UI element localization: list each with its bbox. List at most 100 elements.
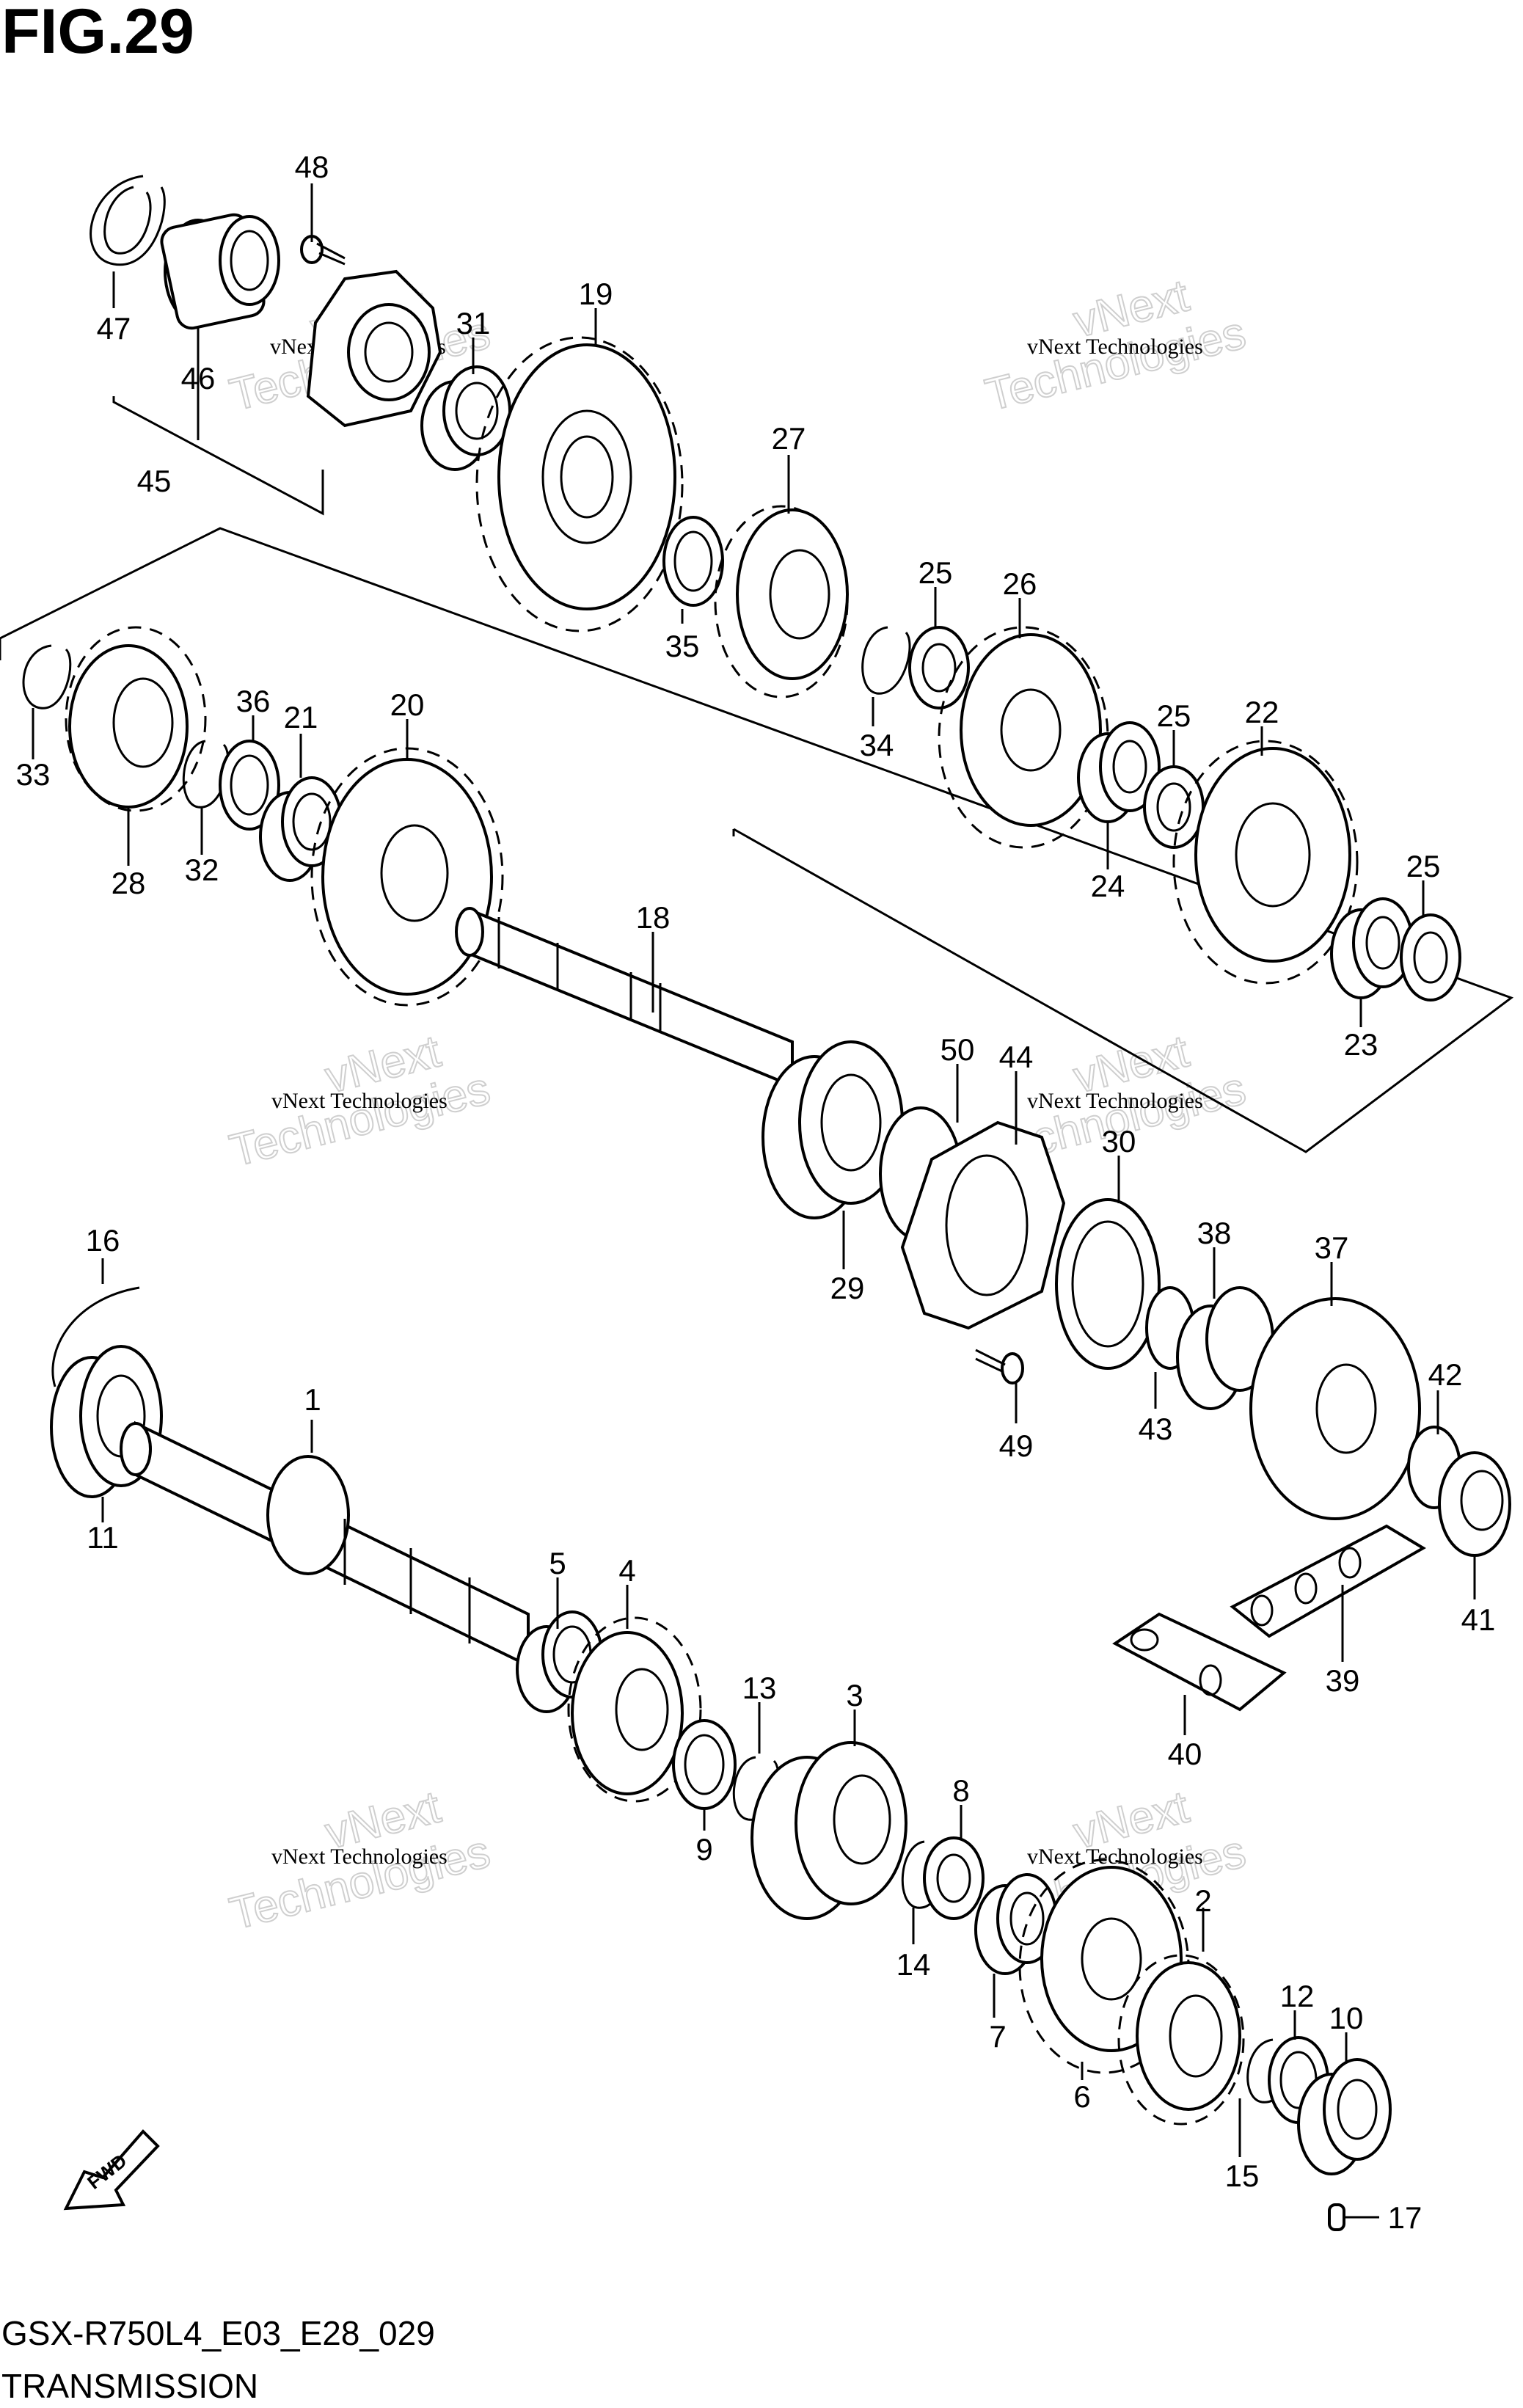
callout-26: 26 (1003, 566, 1037, 601)
part-27-gear (714, 505, 849, 698)
callout-24: 24 (1091, 869, 1125, 903)
callout-33: 33 (16, 757, 51, 792)
watermark-text: vNext Technologies (1027, 1089, 1203, 1113)
callout-43: 43 (1139, 1412, 1173, 1446)
callout-25c: 25 (1406, 849, 1441, 883)
callout-12: 12 (1280, 1979, 1315, 2013)
part-17-pin (1328, 2203, 1345, 2231)
callout-29: 29 (830, 1271, 865, 1305)
watermark-2: Technologies vNext vNext Technologies (980, 269, 1252, 421)
callout-32: 32 (185, 853, 219, 887)
callout-3: 3 (846, 1678, 863, 1712)
callout-41: 41 (1461, 1602, 1496, 1637)
callout-7: 7 (989, 2019, 1006, 2054)
callout-18: 18 (636, 900, 671, 935)
callout-1: 1 (304, 1382, 321, 1417)
part-1-main-shaft (120, 1420, 530, 1668)
fwd-arrow: FWD (63, 2129, 160, 2211)
part-9-washer (672, 1719, 737, 1810)
callout-48: 48 (295, 150, 329, 184)
callout-46: 46 (181, 361, 216, 395)
callout-34: 34 (860, 728, 894, 762)
callout-42: 42 (1428, 1357, 1463, 1392)
part-35-washer (662, 516, 724, 607)
callout-4: 4 (618, 1553, 635, 1588)
callout-10: 10 (1329, 2001, 1364, 2035)
callout-47: 47 (97, 311, 131, 346)
callout-27: 27 (772, 421, 806, 456)
callout-39: 39 (1326, 1663, 1360, 1698)
part-3-gear (750, 1741, 907, 1920)
callout-35: 35 (665, 629, 700, 663)
callout-49: 49 (999, 1429, 1034, 1463)
part-10-bearing (1297, 2058, 1392, 2175)
part-25-washer-b (1143, 765, 1205, 849)
callout-9: 9 (695, 1832, 712, 1867)
watermark-text: vNext Technologies (271, 1845, 448, 1869)
callout-13: 13 (742, 1671, 777, 1705)
watermark-text: vNext Technologies (1027, 335, 1203, 359)
callout-44: 44 (999, 1040, 1034, 1074)
callout-37: 37 (1315, 1230, 1349, 1265)
part-38-spacer (1176, 1286, 1274, 1410)
part-48-screw (300, 235, 346, 266)
callout-31: 31 (456, 306, 491, 340)
part-18-countershaft (455, 907, 794, 1088)
part-4-gear (567, 1616, 702, 1803)
part-37-sprocket (1249, 1297, 1421, 1520)
part-19-gear (475, 336, 684, 632)
watermark-text: vNext Technologies (1027, 1845, 1203, 1869)
callout-45: 45 (137, 464, 172, 498)
callout-6: 6 (1073, 2079, 1090, 2114)
callout-group: 1 2 3 4 5 6 7 8 9 10 11 12 13 14 15 16 1… (16, 150, 1496, 2235)
part-39-chain (1230, 1524, 1426, 1638)
part-40-chain-joint (1112, 1612, 1287, 1712)
part-28-gear (65, 626, 207, 812)
callout-36: 36 (236, 684, 271, 718)
callout-50: 50 (941, 1032, 975, 1067)
figure-caption: TRANSMISSION (1, 2367, 258, 2405)
part-44-retainer (900, 1120, 1066, 1330)
part-25-washer-c (1400, 913, 1461, 1001)
callout-25b: 25 (1157, 698, 1191, 733)
part-34-circlip (861, 626, 911, 695)
part-24-bearing (1077, 721, 1161, 823)
callout-14: 14 (896, 1947, 931, 1982)
callout-19: 19 (579, 277, 613, 311)
callout-17: 17 (1388, 2200, 1422, 2235)
part-46-bearing (160, 213, 280, 330)
part-47-circlip (90, 175, 166, 266)
callout-38: 38 (1197, 1216, 1232, 1250)
part-31-bushing (420, 365, 511, 471)
part-2-gear (1117, 1954, 1245, 2126)
callout-20: 20 (390, 687, 425, 722)
callout-21: 21 (284, 700, 318, 734)
part-41-nut (1438, 1451, 1511, 1557)
part-30-oil-seal (1055, 1198, 1161, 1370)
callout-16: 16 (86, 1223, 120, 1258)
part-25-washer-a (908, 626, 970, 709)
model-code: GSX-R750L4_E03_E28_029 (1, 2314, 435, 2352)
figure-title: FIG.29 (1, 0, 194, 67)
part-49-screw (975, 1349, 1024, 1384)
watermark-text: vNext Technologies (271, 1089, 448, 1113)
callout-22: 22 (1245, 695, 1279, 729)
part-8-washer (923, 1836, 985, 1920)
callout-25a: 25 (918, 555, 953, 590)
callout-11: 11 (87, 1520, 119, 1555)
part-20-gear (310, 747, 504, 1007)
part-22-gear (1172, 740, 1359, 985)
watermark-group: Technologies vNext vNext Technologies Te… (224, 269, 1252, 1940)
part-33-circlip (22, 644, 72, 709)
watermark-5: Technologies vNext vNext Technologies (224, 1781, 496, 1940)
part-36-washer (219, 740, 280, 831)
callout-8: 8 (952, 1773, 969, 1808)
part-23-bearing (1330, 897, 1414, 999)
callout-28: 28 (112, 866, 146, 900)
leader-lines (32, 183, 1476, 2219)
callout-30: 30 (1102, 1124, 1136, 1159)
part-45-holder (306, 269, 442, 428)
bracket-45 (112, 396, 324, 516)
callout-40: 40 (1168, 1737, 1202, 1771)
